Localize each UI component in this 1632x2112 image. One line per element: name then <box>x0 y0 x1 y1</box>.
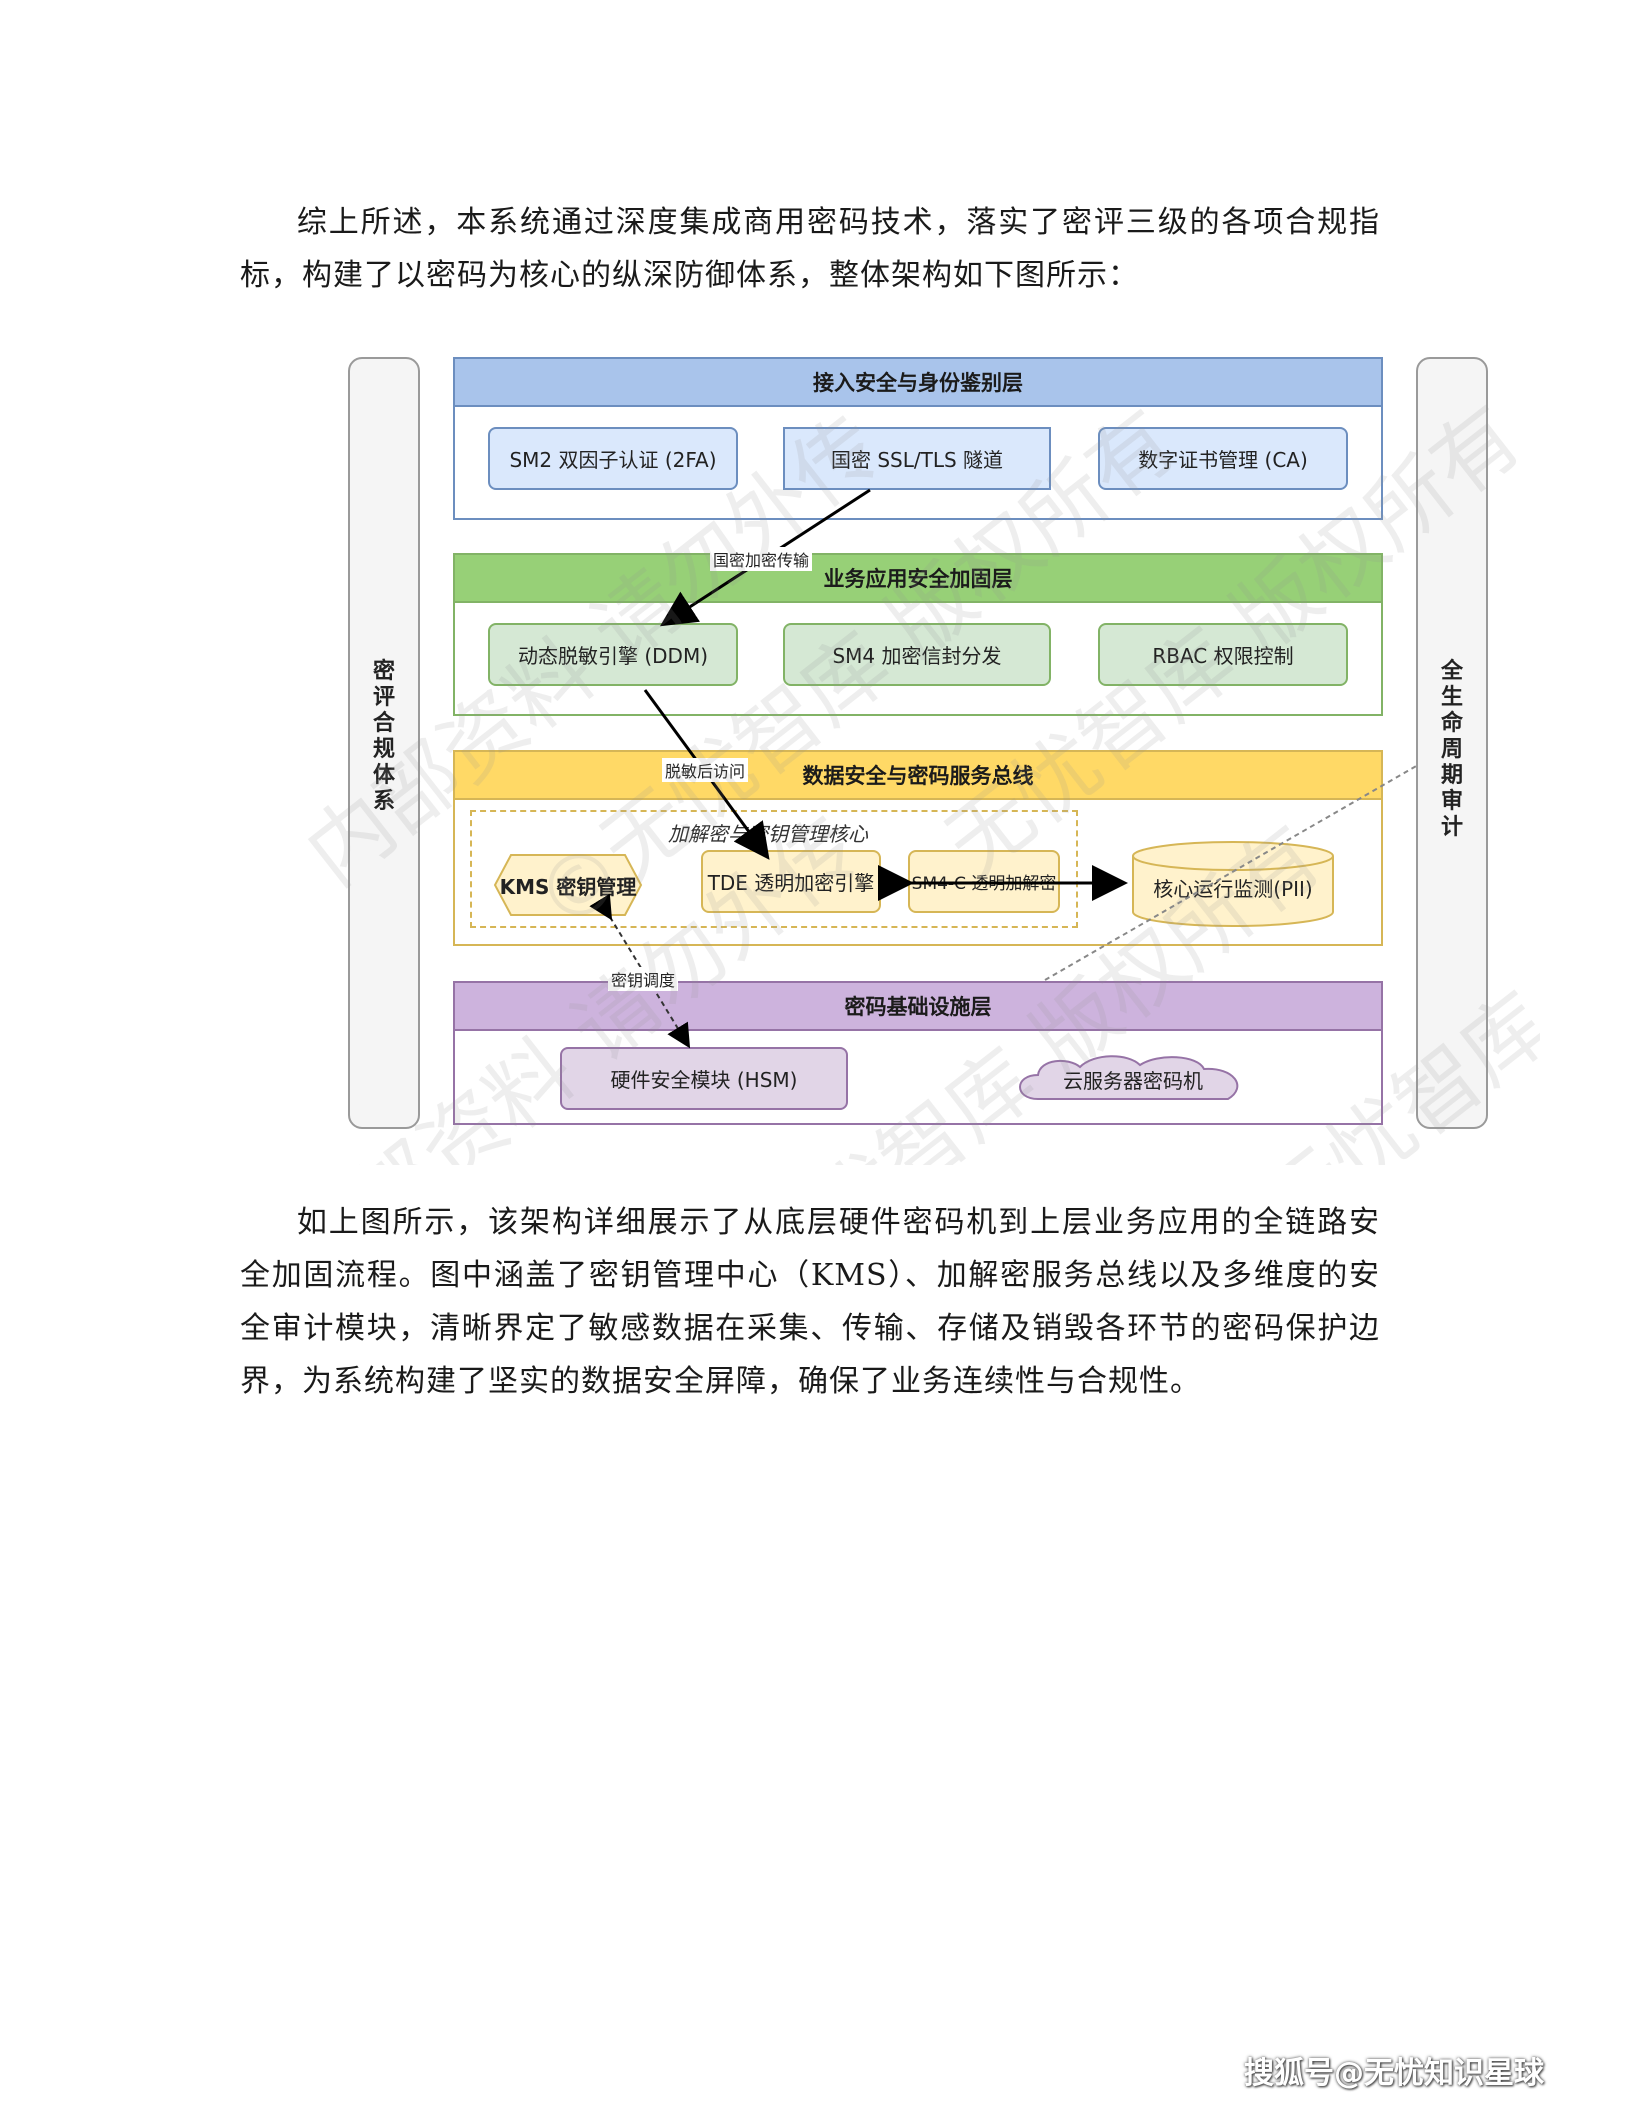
data-layer: 数据安全与密码服务总线 加解密与密钥管理核心 KMS 密钥管理 TDE 透明加密… <box>453 750 1383 946</box>
access-layer: 接入安全与身份鉴别层 SM2 双因子认证 (2FA) 国密 SSL/TLS 隧道… <box>453 357 1383 520</box>
connector-lines <box>589 488 1419 1049</box>
cloud-hsm-label: 云服务器密码机 <box>1063 1068 1203 1093</box>
tde-engine-box: TDE 透明加密引擎 <box>701 850 881 913</box>
pii-database <box>1132 841 1334 927</box>
sm2-2fa-box: SM2 双因子认证 (2FA) <box>488 427 738 490</box>
ca-management-box: 数字证书管理 (CA) <box>1098 427 1348 490</box>
key-dispatch-label: 密钥调度 <box>608 967 679 991</box>
gm-transport-label: 国密加密传输 <box>710 547 813 571</box>
compliance-sidebar: 密评合规体系 <box>348 357 420 1129</box>
intro-text: 综上所述，本系统通过深度集成商用密码技术，落实了密评三级的各项合规指标，构建了以… <box>240 205 1380 293</box>
rbac-box: RBAC 权限控制 <box>1098 623 1348 686</box>
ddm-engine-box: 动态脱敏引擎 (DDM) <box>488 623 738 686</box>
access-layer-title: 接入安全与身份鉴别层 <box>453 357 1383 407</box>
after-figure-paragraph: 如上图所示，该架构详细展示了从底层硬件密码机到上层业务应用的全链路安全加固流程。… <box>240 1196 1380 1408</box>
audit-sidebar: 全生命周期审计 <box>1416 357 1488 1129</box>
architecture-diagram: 密评合规体系 全生命周期审计 接入安全与身份鉴别层 SM2 双因子认证 (2FA… <box>300 345 1540 1165</box>
app-layer-title: 业务应用安全加固层 <box>453 553 1383 603</box>
cloud-hsm-shape <box>1019 1055 1239 1100</box>
gm-ssl-tunnel-box: 国密 SSL/TLS 隧道 <box>783 427 1051 490</box>
compliance-sidebar-label: 密评合规体系 <box>372 659 395 814</box>
audit-sidebar-label: 全生命周期审计 <box>1440 659 1463 840</box>
intro-paragraph: 综上所述，本系统通过深度集成商用密码技术，落实了密评三级的各项合规指标，构建了以… <box>240 196 1380 302</box>
source-credit: 搜狐号@无忧知识星球 <box>1244 2056 1544 2091</box>
data-layer-title: 数据安全与密码服务总线 <box>453 750 1383 800</box>
pii-database-label: 核心运行监测(PII) <box>1153 876 1313 901</box>
after-figure-text: 如上图所示，该架构详细展示了从底层硬件密码机到上层业务应用的全链路安全加固流程。… <box>240 1205 1380 1399</box>
hsm-box: 硬件安全模块 (HSM) <box>560 1047 848 1110</box>
after-mask-label: 脱敏后访问 <box>662 758 749 782</box>
audit-dashed-line <box>1044 764 1419 981</box>
app-layer: 业务应用安全加固层 动态脱敏引擎 (DDM) SM4 加密信封分发 RBAC 权… <box>453 553 1383 716</box>
sm4-envelope-box: SM4 加密信封分发 <box>783 623 1051 686</box>
